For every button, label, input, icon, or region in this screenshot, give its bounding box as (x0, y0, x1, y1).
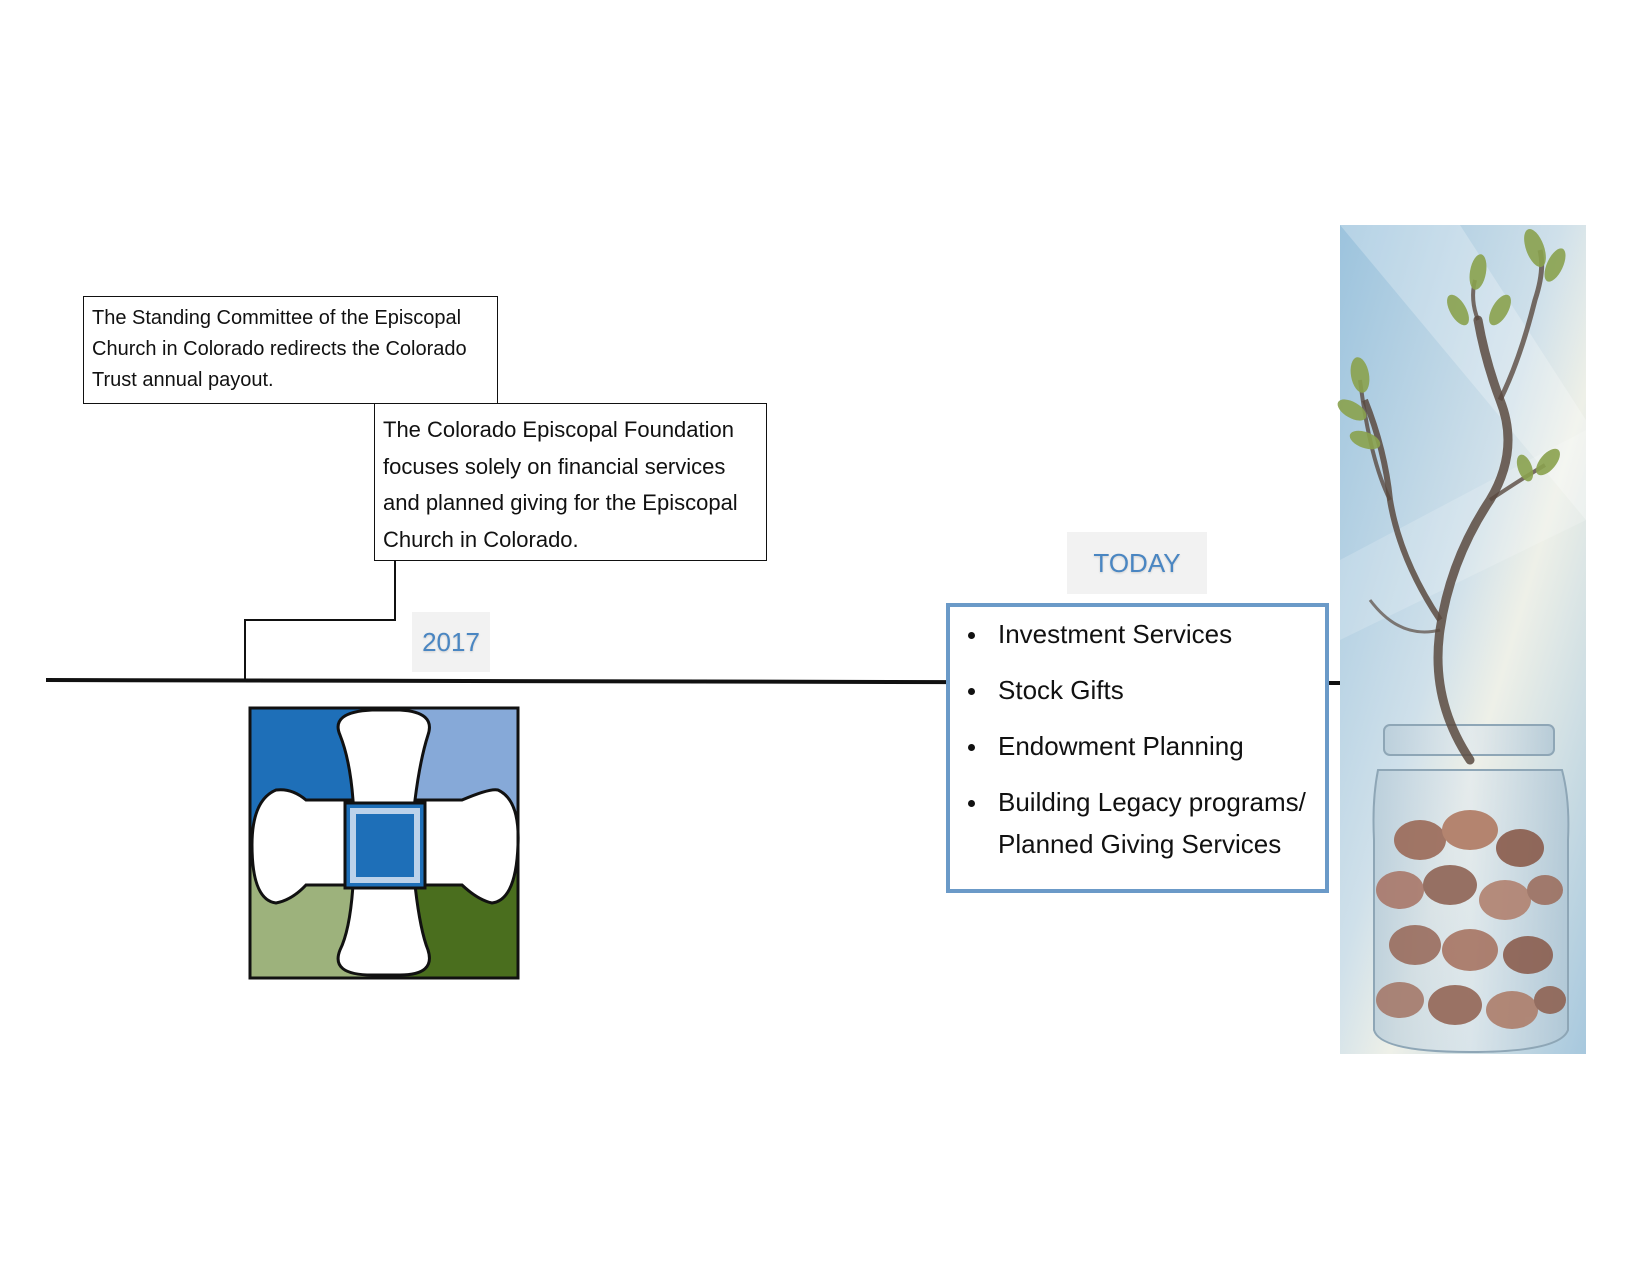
service-item: Stock Gifts (960, 669, 1315, 711)
bullet-icon (968, 688, 975, 695)
note-text: The Standing Committee of the Episcopal … (92, 307, 467, 391)
milestone-label-today: TODAY (1067, 532, 1207, 594)
services-box: Investment Services Stock Gifts Endowmen… (946, 603, 1329, 893)
service-label: Investment Services (998, 619, 1233, 649)
service-label: Building Legacy programs/ Planned Giving… (998, 787, 1306, 859)
service-label: Endowment Planning (998, 731, 1244, 761)
note-connector (244, 561, 396, 681)
milestone-label-2017: 2017 (412, 612, 490, 672)
bullet-icon (968, 800, 975, 807)
service-item: Endowment Planning (960, 725, 1315, 767)
timeline-note-foundation-focus: The Colorado Episcopal Foundation focuse… (374, 403, 767, 561)
service-item: Investment Services (960, 613, 1315, 655)
tree-jar-image (1337, 225, 1586, 1054)
service-label: Stock Gifts (998, 675, 1124, 705)
bullet-icon (968, 632, 975, 639)
timeline-note-standing-committee: The Standing Committee of the Episcopal … (83, 296, 498, 404)
episcopal-cross-logo (248, 706, 520, 980)
bullet-icon (968, 744, 975, 751)
services-list: Investment Services Stock Gifts Endowmen… (960, 613, 1315, 865)
note-text: The Colorado Episcopal Foundation focuse… (383, 417, 738, 552)
service-item: Building Legacy programs/ Planned Giving… (960, 781, 1315, 865)
